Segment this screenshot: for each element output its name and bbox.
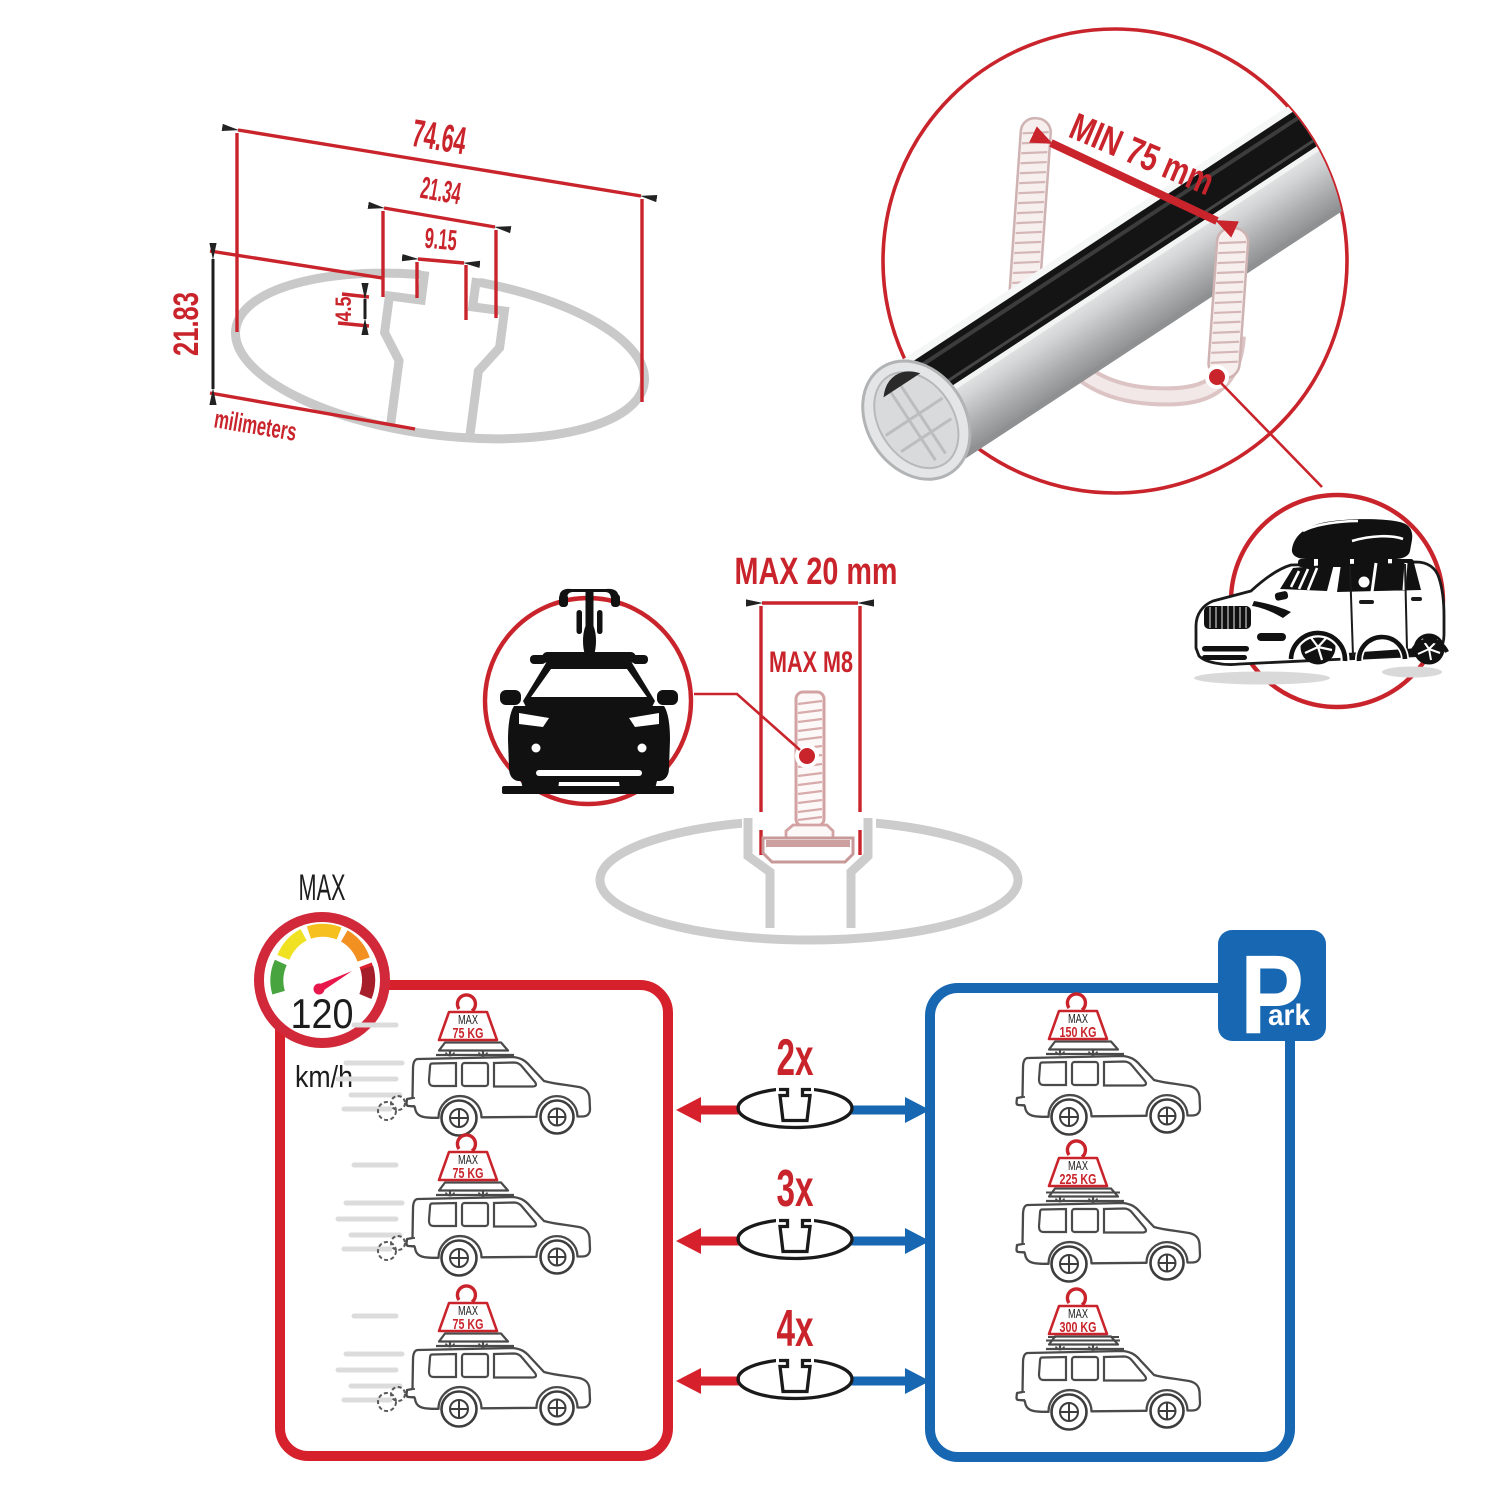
svg-text:120: 120 (291, 990, 354, 1037)
svg-text:MAX: MAX (299, 867, 346, 908)
svg-text:milimeters: milimeters (212, 403, 299, 446)
svg-text:4.5: 4.5 (331, 297, 356, 322)
svg-text:P: P (1240, 932, 1304, 1057)
svg-text:2x: 2x (777, 1029, 814, 1087)
svg-text:MAX: MAX (458, 1304, 478, 1318)
svg-text:75 KG: 75 KG (453, 1165, 484, 1182)
svg-text:MAX: MAX (1068, 1159, 1088, 1173)
svg-text:MAX: MAX (1068, 1012, 1088, 1026)
svg-text:21.34: 21.34 (418, 170, 464, 211)
svg-text:MAX: MAX (458, 1013, 478, 1027)
svg-text:4x: 4x (777, 1300, 814, 1358)
svg-text:MAX M8: MAX M8 (769, 646, 853, 679)
svg-text:75 KG: 75 KG (453, 1316, 484, 1333)
svg-text:MAX 20 mm: MAX 20 mm (735, 551, 898, 593)
svg-text:75 KG: 75 KG (453, 1025, 484, 1042)
svg-text:3x: 3x (777, 1160, 814, 1218)
svg-text:9.15: 9.15 (423, 223, 458, 258)
svg-text:21.83: 21.83 (167, 292, 206, 356)
svg-text:74.64: 74.64 (409, 112, 469, 163)
svg-text:ark: ark (1268, 999, 1310, 1032)
svg-text:150 KG: 150 KG (1060, 1024, 1097, 1041)
svg-text:300 KG: 300 KG (1060, 1319, 1097, 1336)
svg-text:225 KG: 225 KG (1060, 1171, 1097, 1188)
svg-text:MAX: MAX (1068, 1307, 1088, 1321)
svg-text:MAX: MAX (458, 1153, 478, 1167)
